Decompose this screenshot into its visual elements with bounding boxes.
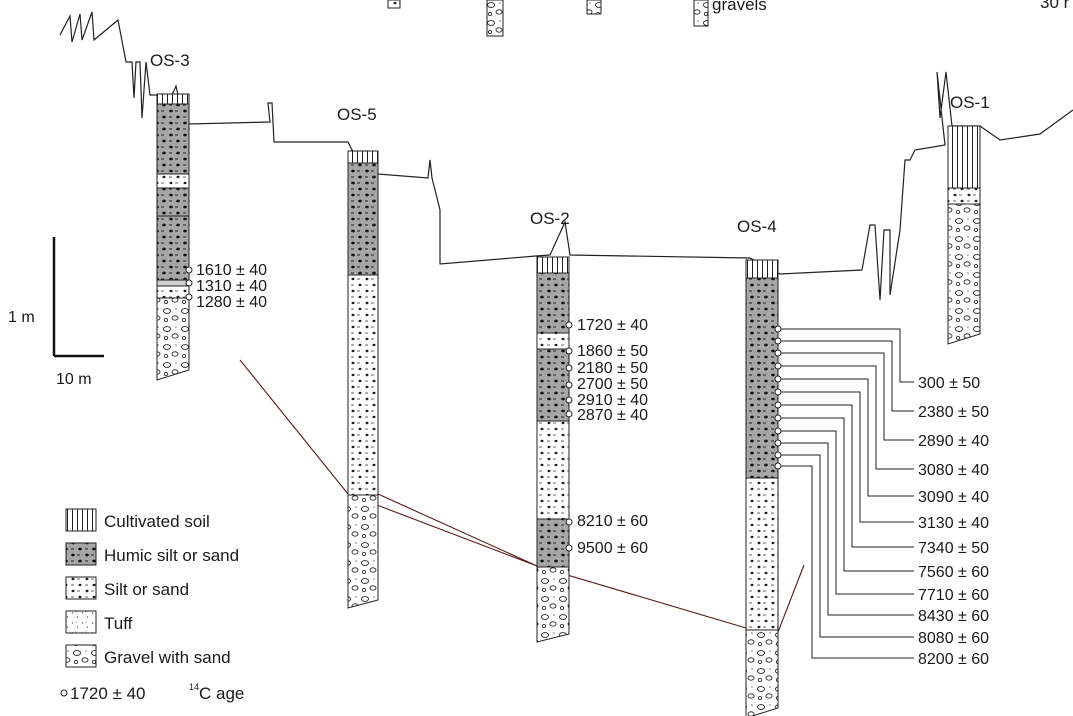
os4-age-leaders: 300 ± 50 2380 ± 50 2890 ± 40 3080 ± 40 3… [775, 326, 989, 668]
legend-tuff: Tuff [104, 614, 133, 633]
age-os2-8: 9500 ± 60 [577, 540, 648, 557]
age-os4-12: 8200 ± 60 [918, 651, 989, 668]
core-os3: OS-3 1610 ± 40 1310 ± 40 1280 ± 40 [150, 51, 267, 380]
core-os2-label: OS-2 [530, 209, 570, 228]
age-os3-1: 1610 ± 40 [196, 262, 267, 279]
legend: Cultivated soil Humic silt or sand Silt … [61, 509, 244, 703]
core-os1: OS-1 [948, 93, 990, 344]
core-os5-label: OS-5 [337, 105, 377, 124]
top-right-fragment-text: 30 r [1040, 0, 1070, 12]
core-os1-label: OS-1 [950, 93, 990, 112]
legend-age-example: 1720 ± 40 [70, 684, 146, 703]
legend-age-label: C age [199, 684, 244, 703]
age-os2-7: 8210 ± 60 [577, 513, 648, 530]
scale-bar: 1 m 10 m [8, 237, 104, 388]
age-os4-2: 2380 ± 50 [918, 404, 989, 421]
age-os2-3: 2180 ± 50 [577, 360, 648, 377]
age-os3-2: 1310 ± 40 [196, 278, 267, 295]
top-legend-fragment: gravels 30 r [388, 0, 1070, 36]
core-os4: OS-4 [737, 217, 778, 716]
core-os3-label: OS-3 [150, 51, 190, 70]
age-os2-2: 1860 ± 50 [577, 343, 648, 360]
core-os2: OS-2 1720 ± 40 1860 ± 50 2180 ± 50 2700 … [530, 209, 648, 642]
age-os4-6: 3130 ± 40 [918, 515, 989, 532]
age-os4-5: 3090 ± 40 [918, 489, 989, 506]
age-os4-9: 7710 ± 60 [918, 587, 989, 604]
age-os3-3: 1280 ± 40 [196, 294, 267, 311]
age-os4-7: 7340 ± 50 [918, 540, 989, 557]
age-os2-1: 1720 ± 40 [577, 317, 648, 334]
legend-gravel-sand: Gravel with sand [104, 648, 231, 667]
age-os2-4: 2700 ± 50 [577, 376, 648, 393]
age-os2-6: 2870 ± 40 [577, 407, 648, 424]
age-os4-3: 2890 ± 40 [918, 433, 989, 450]
legend-age-superscript: 14 [189, 682, 199, 692]
scale-horizontal-label: 10 m [56, 371, 92, 388]
core-os5: OS-5 [337, 105, 378, 608]
age-os4-1: 300 ± 50 [918, 375, 980, 392]
age-os4-8: 7560 ± 60 [918, 564, 989, 581]
legend-humic-silt: Humic silt or sand [104, 546, 239, 565]
scale-vertical-label: 1 m [8, 309, 35, 326]
legend-silt-sand: Silt or sand [104, 580, 189, 599]
top-legend-gravels-label: gravels [712, 0, 767, 14]
correlation-lines [240, 360, 804, 632]
age-os4-4: 3080 ± 40 [918, 462, 989, 479]
age-os4-11: 8080 ± 60 [918, 630, 989, 647]
legend-cultivated-soil: Cultivated soil [104, 512, 210, 531]
age-os4-10: 8430 ± 60 [918, 608, 989, 625]
core-os4-label: OS-4 [737, 217, 777, 236]
